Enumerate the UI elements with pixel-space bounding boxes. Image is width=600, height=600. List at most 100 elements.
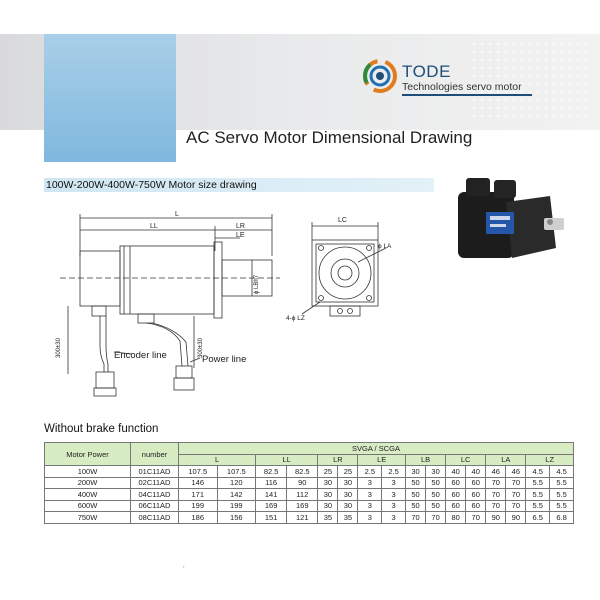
cell-value: 3 <box>381 488 406 501</box>
dimension-drawing: L LL LR LE ϕ LBh7 300±30 300±30 Encoder … <box>56 211 392 397</box>
cell-motor-power: 600W <box>44 499 131 512</box>
cell-value: 107.5 <box>216 465 257 478</box>
cell-value: 3 <box>381 499 406 512</box>
dim-lr-label: LR <box>236 223 245 230</box>
dim-lz-label: 4-ϕ LZ <box>286 315 305 322</box>
cell-value: 141 <box>255 488 288 501</box>
cell-value: 70 <box>404 511 427 524</box>
cell-value: 6.5 <box>525 511 551 524</box>
cell-value: 171 <box>178 488 218 501</box>
cell-value: 35 <box>317 511 339 524</box>
cell-value: 90 <box>505 511 527 524</box>
cell-value: 50 <box>425 476 447 489</box>
cell-number: 04C11AD <box>130 488 179 501</box>
dim-le-label: LE <box>236 232 245 239</box>
header-lz: LZ <box>525 453 574 466</box>
brand-underline <box>402 94 532 96</box>
cell-motor-power: 750W <box>44 511 131 524</box>
cell-value: 5.5 <box>525 476 551 489</box>
cell-value: 70 <box>465 511 487 524</box>
cell-value: 70 <box>505 499 527 512</box>
cell-value: 142 <box>216 488 257 501</box>
cell-value: 169 <box>255 499 288 512</box>
cell-value: 70 <box>505 476 527 489</box>
header-ll: LL <box>255 453 319 466</box>
dim-300-encoder-label: 300±30 <box>56 337 62 358</box>
cell-value: 30 <box>404 465 427 478</box>
cell-value: 3 <box>357 499 383 512</box>
cell-value: 3 <box>357 476 383 489</box>
cell-value: 112 <box>286 488 319 501</box>
header-svga-scga: SVGA / SCGA <box>178 442 574 455</box>
cell-value: 4.5 <box>549 465 574 478</box>
header-lb: LB <box>404 453 447 466</box>
cell-value: 156 <box>216 511 257 524</box>
cell-value: 30 <box>317 488 339 501</box>
header-motor-power: Motor Power <box>44 442 131 466</box>
cell-value: 70 <box>485 476 507 489</box>
cell-value: 50 <box>425 499 447 512</box>
cell-value: 46 <box>485 465 507 478</box>
cell-value: 120 <box>216 476 257 489</box>
cell-value: 25 <box>337 465 359 478</box>
cell-value: 199 <box>216 499 257 512</box>
header-lc: LC <box>445 453 487 466</box>
dim-lc-label: LC <box>338 217 347 224</box>
dimension-table: Motor Power number SVGA / SCGA L LL LR L… <box>44 442 574 524</box>
cell-value: 35 <box>337 511 359 524</box>
cell-value: 30 <box>337 488 359 501</box>
cell-value: 82.5 <box>255 465 288 478</box>
header-dot-pattern <box>470 40 590 120</box>
cell-value: 80 <box>445 511 467 524</box>
cell-value: 50 <box>404 499 427 512</box>
cell-value: 5.5 <box>549 499 574 512</box>
cell-value: 186 <box>178 511 218 524</box>
tode-logo-icon <box>363 59 397 93</box>
header-blue-block <box>44 34 176 162</box>
header-la: LA <box>485 453 527 466</box>
cell-value: 199 <box>178 499 218 512</box>
cell-value: 30 <box>317 476 339 489</box>
cell-number: 06C11AD <box>130 499 179 512</box>
dim-lbh7-label: ϕ LBh7 <box>254 274 260 294</box>
cell-number: 01C11AD <box>130 465 179 478</box>
header-number: number <box>130 442 179 466</box>
encoder-line-label: Encoder line <box>114 350 167 361</box>
brand-subtitle: Technologies servo motor <box>402 81 522 93</box>
cell-value: 30 <box>337 499 359 512</box>
brand-name: TODE <box>402 62 451 81</box>
cell-value: 116 <box>255 476 288 489</box>
table-title: Without brake function <box>44 423 159 435</box>
cell-value: 50 <box>404 476 427 489</box>
cell-value: 169 <box>286 499 319 512</box>
cell-value: 3 <box>357 511 383 524</box>
servo-motor-photo <box>458 178 564 258</box>
cell-value: 3 <box>357 488 383 501</box>
header-l: L <box>177 453 257 466</box>
cell-value: 107.5 <box>178 465 218 478</box>
cell-value: 25 <box>317 465 339 478</box>
cell-value: 3 <box>381 511 406 524</box>
cell-value: 70 <box>485 499 507 512</box>
cell-value: 60 <box>465 476 487 489</box>
cell-value: 5.5 <box>549 476 574 489</box>
cell-value: 82.5 <box>286 465 319 478</box>
cell-value: 90 <box>485 511 507 524</box>
cell-value: 30 <box>317 499 339 512</box>
page-title: AC Servo Motor Dimensional Drawing <box>186 128 473 147</box>
cell-value: 5.5 <box>549 488 574 501</box>
cell-motor-power: 200W <box>44 476 131 489</box>
cell-value: 60 <box>465 488 487 501</box>
cell-value: 50 <box>425 488 447 501</box>
cell-value: 5.5 <box>525 499 551 512</box>
cell-value: 30 <box>425 465 447 478</box>
cell-value: 2.5 <box>381 465 406 478</box>
dim-ll-label: LL <box>150 223 158 230</box>
dim-l-label: L <box>175 211 179 218</box>
header-lr: LR <box>317 453 359 466</box>
